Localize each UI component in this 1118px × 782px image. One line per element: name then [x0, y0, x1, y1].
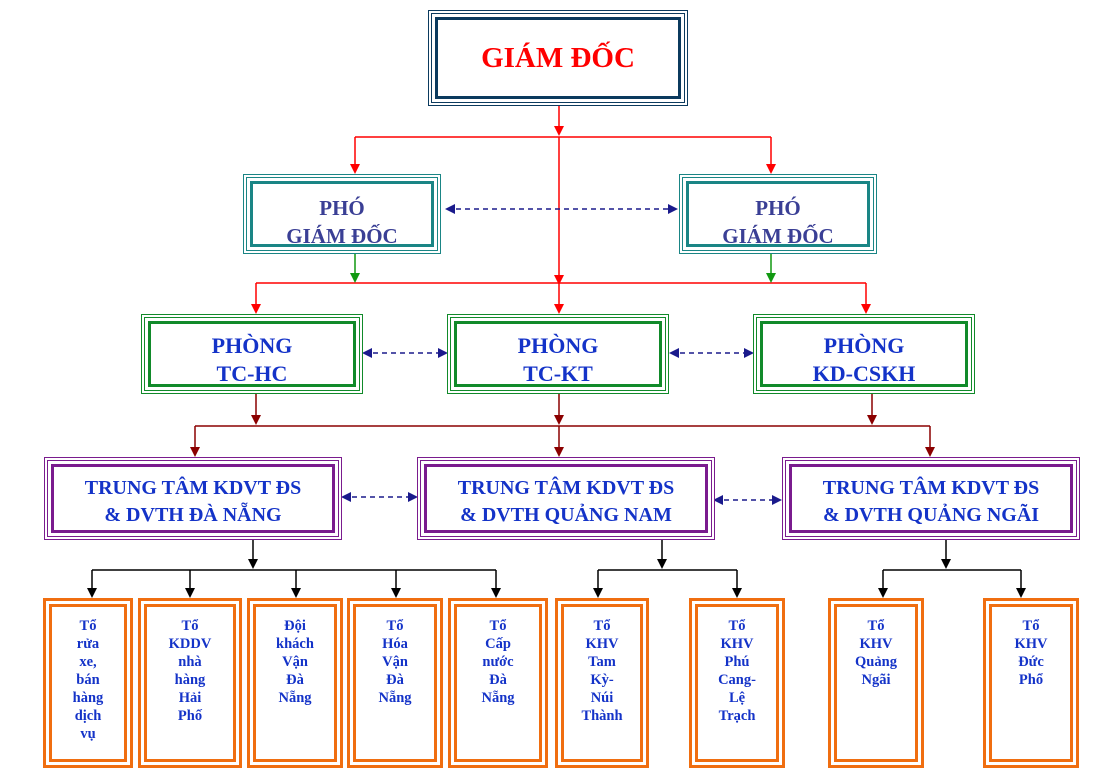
box-label-line: Phổ — [1018, 672, 1044, 688]
box-label-line: Tổ — [181, 618, 199, 634]
deputy-director-box-left: PHÓ GIÁM ĐỐC — [243, 174, 441, 254]
box-label-line: KHV — [585, 636, 619, 652]
box-label-line: hàng — [174, 672, 206, 688]
box-label-line: Đà — [489, 672, 507, 688]
department-connectors — [190, 394, 935, 457]
box-label-line: Đội — [284, 618, 306, 634]
box-label-line: KD-CSKH — [812, 361, 916, 386]
box-label-line: Tổ — [79, 618, 97, 634]
box-label-line: Trạch — [718, 708, 756, 724]
box-label-line: Vận — [282, 654, 308, 670]
box-label-line: GIÁM ĐỐC — [481, 41, 635, 74]
box-label-line: Nẵng — [378, 690, 412, 706]
box-label-line: Hải — [178, 690, 202, 706]
box-label-line: hàng — [72, 690, 104, 706]
box-label-line: Thành — [581, 708, 623, 724]
box-label-line: Vận — [382, 654, 408, 670]
box-label-line: Phú — [724, 654, 750, 670]
box-label-line: Tổ — [489, 618, 507, 634]
department-kd-cskh-box: PHÒNG KD-CSKH — [753, 314, 975, 394]
box-label-line: nhà — [178, 654, 202, 670]
box-label-line: KDDV — [168, 636, 212, 652]
box-label-line: GIÁM ĐỐC — [722, 224, 834, 248]
box-label-line: dịch — [74, 708, 102, 724]
box-label-line: Đức — [1018, 654, 1044, 670]
deputy-connectors — [350, 254, 776, 283]
box-label-line: TRUNG TÂM KDVT ĐS — [84, 477, 302, 499]
box-label-line: Nẵng — [278, 690, 312, 706]
box-label-line: PHÒNG — [823, 333, 905, 358]
box-label-line: xe, — [79, 654, 97, 670]
box-label-line: Cấp — [485, 636, 511, 652]
director-box: GIÁM ĐỐC — [428, 10, 688, 106]
box-label-line: Phố — [177, 708, 203, 724]
box-label-line: TRUNG TÂM KDVT ĐS — [457, 477, 675, 499]
peer-links — [341, 204, 782, 505]
box-label-line: nước — [482, 654, 514, 670]
center-quang-ngai-box: TRUNG TÂM KDVT ĐS & DVTH QUẢNG NGÃI — [782, 457, 1080, 540]
box-label-line: KHV — [859, 636, 893, 652]
box-label-line: rửa — [76, 636, 100, 652]
box-label-line: GIÁM ĐỐC — [286, 224, 398, 248]
box-label-line: PHÒNG — [517, 333, 599, 358]
box-label-line: TRUNG TÂM KDVT ĐS — [822, 477, 1040, 499]
box-label-line: Tổ — [728, 618, 746, 634]
box-label-line: Ngãi — [861, 672, 891, 688]
team-car-wash-box: Tổ rửa xe, bán hàng dịch vụ — [43, 598, 133, 768]
box-label-line: khách — [276, 636, 314, 652]
center-quang-nam-box: TRUNG TÂM KDVT ĐS & DVTH QUẢNG NAM — [417, 457, 715, 540]
box-label-line: Quảng — [855, 654, 897, 670]
box-label-line: PHÓ — [319, 196, 365, 220]
box-label-line: Tổ — [386, 618, 404, 634]
box-label-line: Tam — [588, 654, 616, 670]
box-label-line: Tổ — [1022, 618, 1040, 634]
box-label-line: TC-HC — [216, 361, 288, 386]
box-label-line: & DVTH QUẢNG NGÃI — [822, 504, 1040, 526]
deputy-director-box-right: PHÓ GIÁM ĐỐC — [679, 174, 877, 254]
box-label-line: Kỳ- — [590, 672, 614, 688]
box-label-line: Lệ — [728, 690, 746, 706]
box-label-line: PHÒNG — [211, 333, 293, 358]
box-label-line: KHV — [1014, 636, 1048, 652]
box-label-line: Đà — [386, 672, 404, 688]
box-label-line: Núi — [590, 690, 614, 706]
box-label-line: KHV — [720, 636, 754, 652]
department-tc-kt-box: PHÒNG TC-KT — [447, 314, 669, 394]
box-label-line: TC-KT — [523, 361, 593, 386]
box-label-line: Cang- — [718, 672, 756, 688]
department-tc-hc-box: PHÒNG TC-HC — [141, 314, 363, 394]
box-label-line: PHÓ — [755, 196, 801, 220]
box-label-line: Tổ — [867, 618, 885, 634]
center-da-nang-box: TRUNG TÂM KDVT ĐS & DVTH ĐÀ NẴNG — [44, 457, 342, 540]
center-connectors — [87, 540, 1026, 598]
box-label-line: vụ — [80, 726, 96, 742]
box-label-line: Đà — [286, 672, 304, 688]
box-label-line: & DVTH QUẢNG NAM — [460, 504, 672, 526]
box-label-line: & DVTH ĐÀ NẴNG — [104, 504, 282, 526]
box-label-line: bán — [76, 672, 100, 688]
box-label-line: Nẵng — [481, 690, 515, 706]
box-label-line: Tổ — [593, 618, 611, 634]
box-label-line: Hóa — [382, 636, 408, 652]
